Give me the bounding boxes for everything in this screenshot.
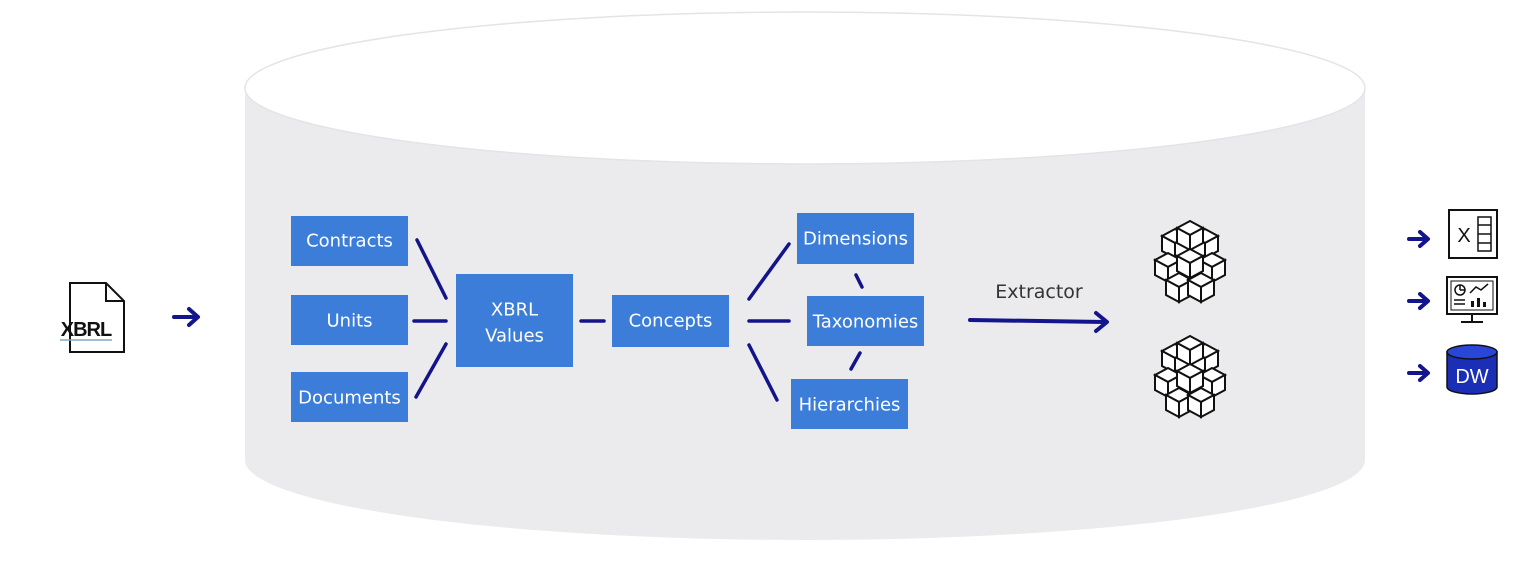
node-taxonomies: Taxonomies (807, 296, 924, 346)
connector-lines (412, 238, 864, 402)
excel-icon: X (1448, 209, 1498, 259)
output-arrow-excel (1407, 230, 1430, 248)
node-documents: Documents (291, 372, 408, 422)
cube-cluster-icon (1155, 221, 1225, 302)
node-documents-label: Documents (298, 388, 401, 409)
node-concepts-label: Concepts (629, 311, 713, 332)
output-arrow-dashboard (1407, 292, 1430, 310)
node-contracts-label: Contracts (306, 231, 393, 252)
node-dimensions: Dimensions (797, 213, 914, 264)
repository-cylinder (244, 11, 1366, 540)
cube-cluster-icon (1155, 336, 1225, 417)
excel-icon-letter: X (1457, 225, 1470, 247)
node-hierarchies: Hierarchies (791, 379, 908, 429)
node-dimensions-label: Dimensions (803, 229, 908, 250)
node-concepts: Concepts (612, 295, 729, 347)
node-contracts: Contracts (291, 216, 408, 266)
dw-label: DW (1455, 366, 1488, 388)
node-hierarchies-label: Hierarchies (799, 395, 901, 416)
output-arrow-dw (1407, 364, 1430, 382)
node-units-label: Units (326, 311, 372, 332)
extractor-label: Extractor (995, 281, 1083, 303)
xbrl-file-label: XBRL (61, 319, 112, 341)
node-taxonomies-label: Taxonomies (812, 312, 919, 333)
extractor-arrow: Extractor (968, 281, 1109, 333)
node-xbrl-values-line2: Values (485, 326, 544, 347)
node-xbrl-values: XBRL Values (456, 274, 573, 367)
xbrl-file-icon: XBRL (60, 282, 125, 353)
dashboard-monitor-icon (1446, 276, 1498, 323)
node-units: Units (291, 295, 408, 345)
database-dw-icon: DW (1446, 344, 1498, 395)
node-xbrl-values-line1: XBRL (491, 300, 538, 321)
input-arrow (172, 307, 200, 327)
